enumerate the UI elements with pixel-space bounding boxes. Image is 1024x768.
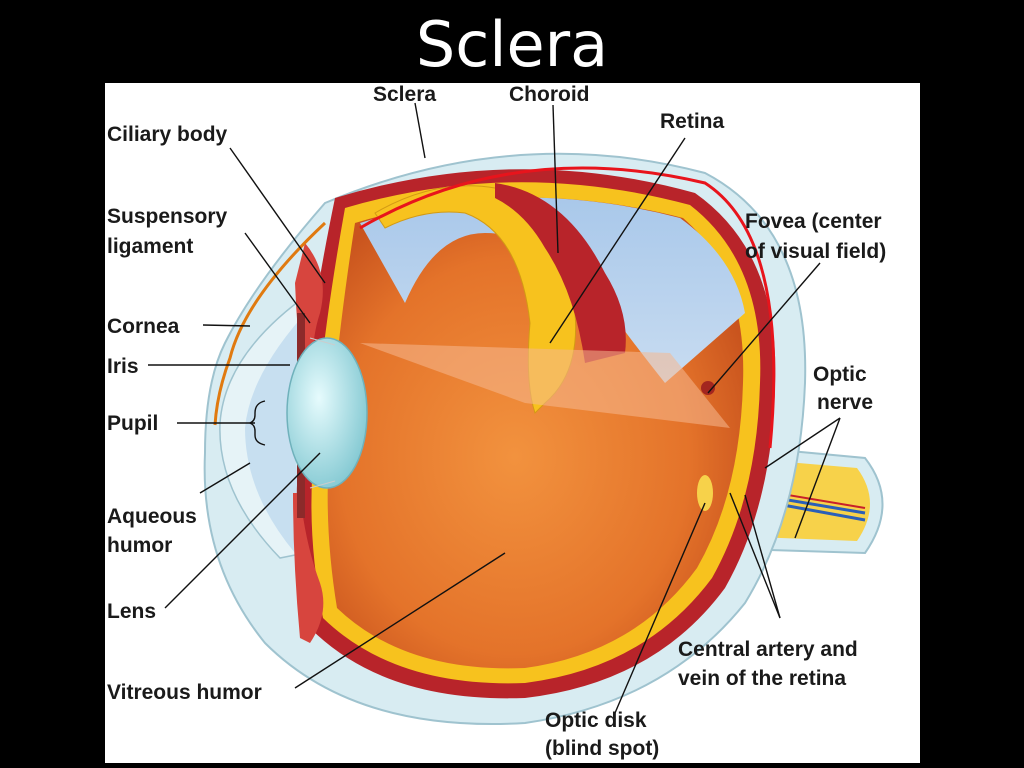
label-ciliary-body: Ciliary body <box>107 123 228 146</box>
cornea-highlight-line <box>213 221 327 426</box>
label-optic-nerve-2: nerve <box>817 391 873 414</box>
leader-lines <box>148 102 841 714</box>
label-aqueous-humor-2: humor <box>107 534 172 557</box>
optic-disk <box>697 475 713 511</box>
label-fovea-1: Fovea (center <box>745 210 882 233</box>
label-suspensory-ligament-2: ligament <box>107 235 193 258</box>
label-suspensory-ligament-1: Suspensory <box>107 205 228 228</box>
cutaway-background <box>360 197 745 383</box>
eye-anatomy-figure: Sclera Choroid Retina Ciliary body Suspe… <box>105 83 920 763</box>
iris-upper <box>297 313 305 373</box>
fovea <box>701 381 715 395</box>
eye-diagram-svg: Sclera Choroid Retina Ciliary body Suspe… <box>107 83 886 760</box>
label-pupil: Pupil <box>107 412 158 435</box>
label-cornea: Cornea <box>107 315 180 338</box>
label-central-artery-2: vein of the retina <box>678 667 846 690</box>
suspensory-fibers <box>309 337 336 346</box>
label-central-artery-1: Central artery and <box>678 638 858 661</box>
iris-lower <box>297 458 305 518</box>
label-optic-nerve-1: Optic <box>813 363 867 386</box>
peeled-choroid-flap <box>495 183 626 363</box>
label-retina: Retina <box>660 110 725 133</box>
label-vitreous-humor: Vitreous humor <box>107 681 262 704</box>
label-sclera: Sclera <box>373 83 436 106</box>
slide-title: Sclera <box>415 8 609 81</box>
ciliary-body-lower <box>293 493 324 643</box>
lens <box>286 337 368 489</box>
sclera-highlight-line <box>359 166 776 449</box>
label-iris: Iris <box>107 355 139 378</box>
label-lens: Lens <box>107 600 156 623</box>
label-fovea-2: of visual field) <box>745 240 886 263</box>
label-choroid: Choroid <box>509 83 589 106</box>
label-optic-disk-1: Optic disk <box>545 709 647 732</box>
vitreous-cut-plane <box>360 343 730 428</box>
label-optic-disk-2: (blind spot) <box>545 737 659 760</box>
label-aqueous-humor-1: Aqueous <box>107 505 197 528</box>
